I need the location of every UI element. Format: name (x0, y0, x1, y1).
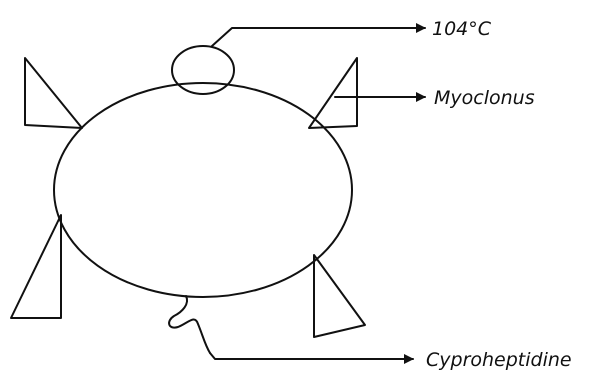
temperature-label: 104°C (432, 18, 492, 40)
treatment-label: Cyproheptidine (426, 349, 572, 371)
figure-head (171, 45, 235, 95)
figure-body (53, 82, 353, 298)
treatment-arrow (209, 352, 414, 364)
limb-lower-left (10, 214, 62, 319)
limb-lower-right (313, 254, 366, 338)
limb-upper-right (308, 57, 358, 129)
limb-upper-left (24, 57, 83, 129)
tail-loop (168, 295, 211, 354)
temperature-arrow (211, 23, 426, 47)
symptom-label: Myoclonus (434, 87, 535, 109)
